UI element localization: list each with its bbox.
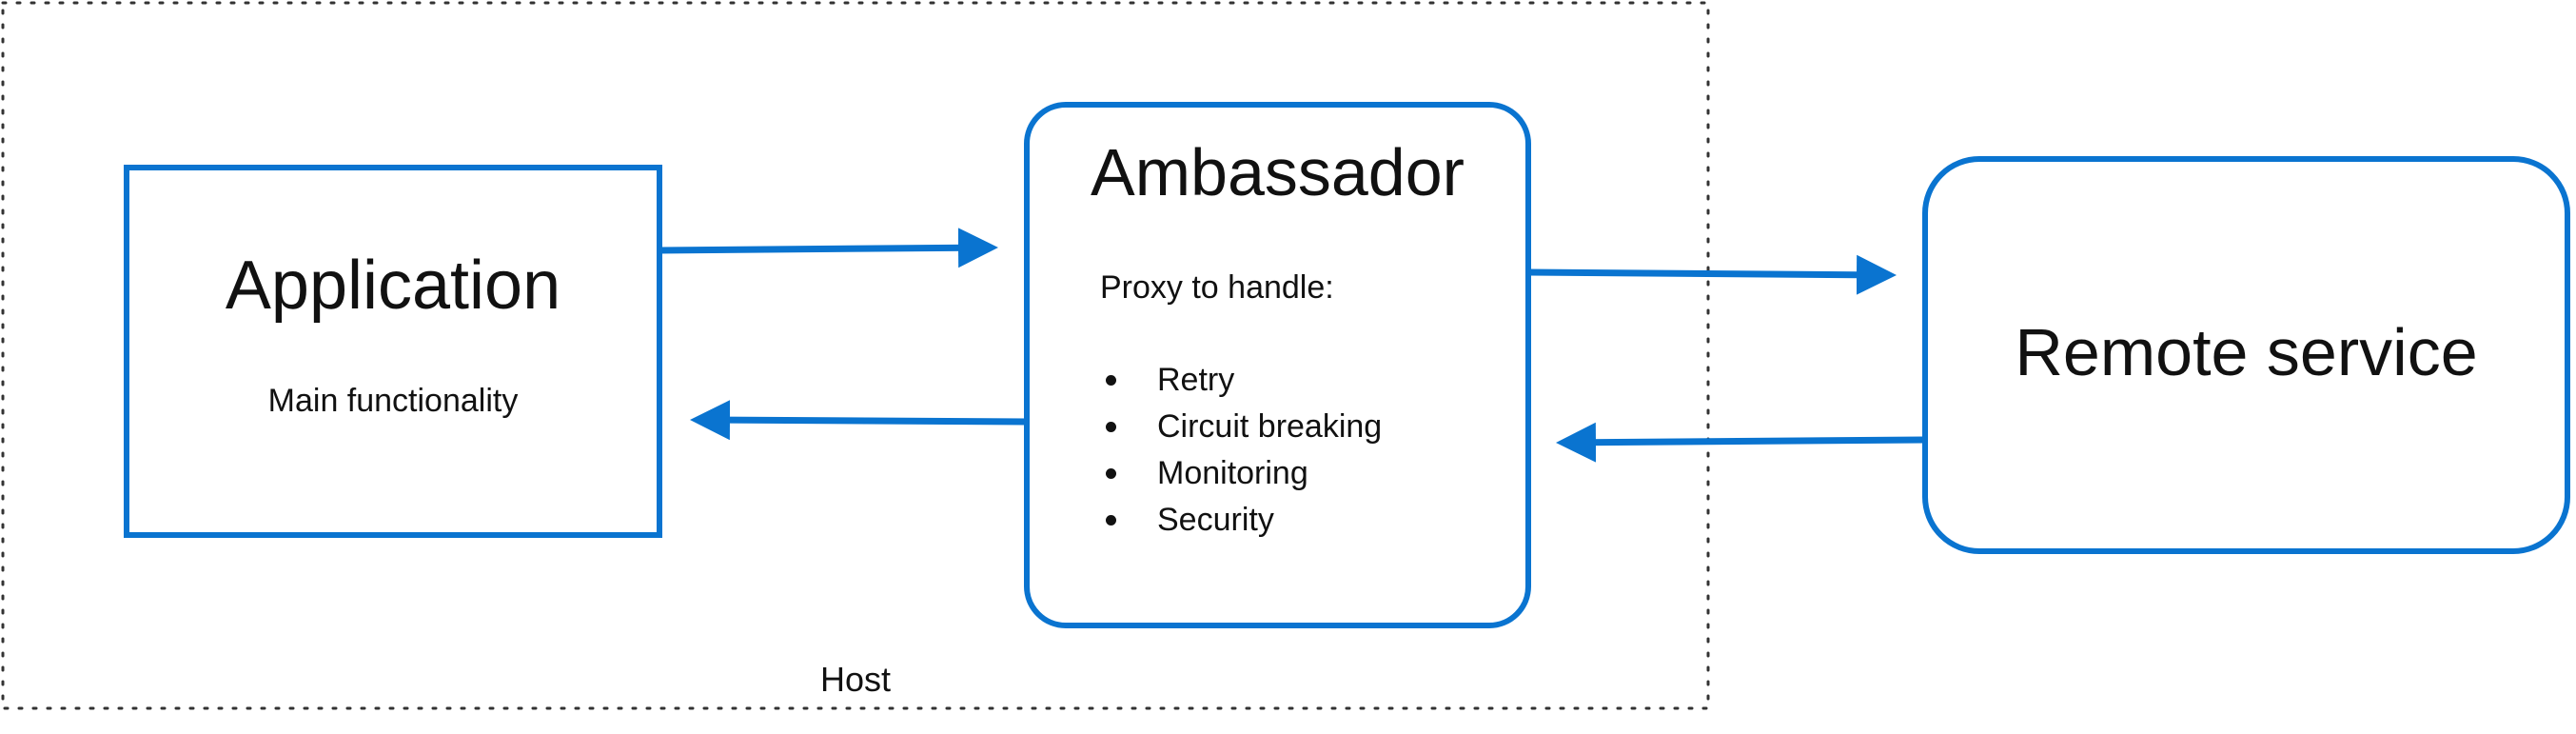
list-item-label: Circuit breaking (1157, 408, 1383, 445)
bullet-icon (1106, 375, 1116, 386)
ambassador-intro: Proxy to handle: (1100, 269, 1334, 306)
arrow-application-to-ambassador (658, 228, 998, 268)
ambassador-responsibilities: Retry Circuit breaking Monitoring Securi… (1100, 357, 1382, 544)
host-label: Host (820, 660, 892, 699)
arrow-remote-to-ambassador (1556, 422, 1925, 463)
arrow-ambassador-to-application (690, 400, 1029, 441)
remote-service-title: Remote service (2015, 315, 2478, 389)
host-boundary (1, 1, 1710, 710)
ambassador-title: Ambassador (1091, 135, 1465, 209)
ambassador-node: Ambassador Proxy to handle: Retry Circui… (1024, 102, 1531, 628)
application-node: Application Main functionality (124, 165, 662, 538)
list-item: Monitoring (1100, 450, 1382, 497)
arrow-ambassador-to-remote (1527, 254, 1897, 295)
application-subtitle: Main functionality (267, 383, 519, 419)
application-title: Application (225, 248, 561, 324)
bullet-icon (1106, 515, 1116, 526)
bullet-icon (1106, 468, 1116, 479)
remote-service-node: Remote service (1922, 156, 2570, 554)
list-item: Circuit breaking (1100, 404, 1382, 450)
bullet-icon (1106, 422, 1116, 432)
list-item-label: Monitoring (1157, 455, 1308, 491)
list-item-label: Security (1157, 502, 1274, 538)
list-item-label: Retry (1157, 362, 1235, 398)
list-item: Retry (1100, 357, 1382, 404)
list-item: Security (1100, 497, 1382, 544)
